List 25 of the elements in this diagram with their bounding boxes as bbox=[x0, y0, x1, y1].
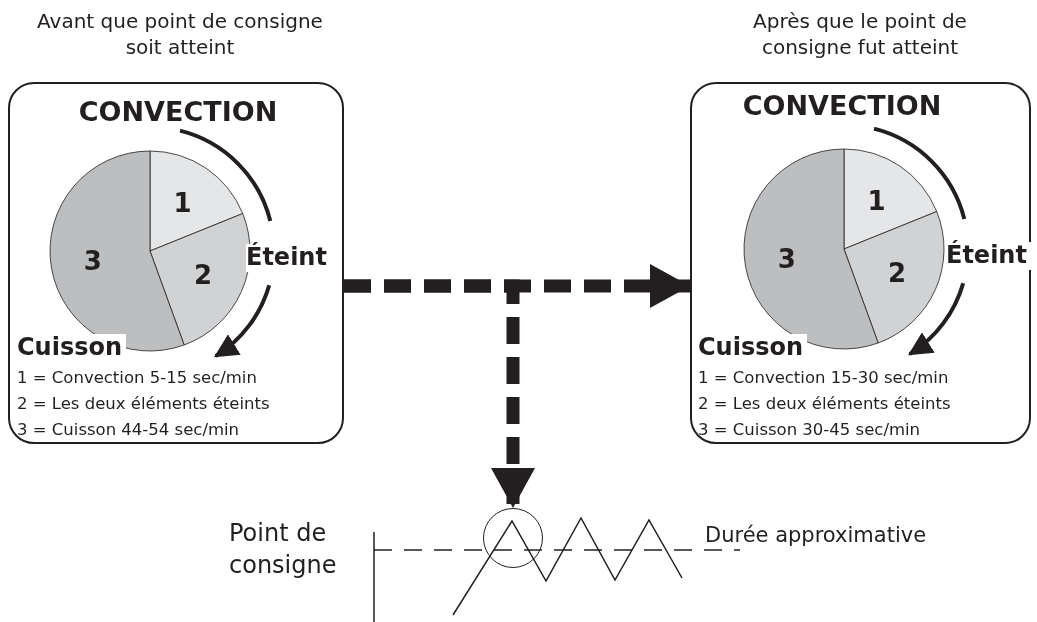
slice-number: 3 bbox=[83, 246, 102, 277]
rounded-panel bbox=[8, 82, 344, 444]
panel-heading: CONVECTION bbox=[741, 90, 943, 122]
pie-slice bbox=[149, 150, 244, 252]
pie-slice bbox=[843, 148, 938, 250]
caption-text: Avant que point de consigne soit atteint bbox=[36, 8, 324, 60]
panel-heading: CONVECTION bbox=[77, 96, 279, 128]
slice-number: 2 bbox=[193, 259, 213, 290]
slice-number: 1 bbox=[173, 187, 192, 218]
legend-text: 3 = Cuisson 44-54 sec/min bbox=[17, 421, 240, 440]
slice-number: 3 bbox=[777, 244, 796, 275]
legend-text: 2 = Les deux éléments éteints bbox=[698, 395, 951, 414]
legend-text: 1 = Convection 15-30 sec/min bbox=[698, 369, 949, 388]
slice-number: 1 bbox=[867, 185, 886, 216]
caption-text: Après que le point de consigne fut atteint bbox=[752, 8, 968, 60]
dashed-arrow bbox=[344, 279, 535, 508]
legend-text: 2 = Les deux éléments éteints bbox=[17, 395, 270, 414]
axis-label: Point de consigne bbox=[229, 518, 338, 582]
legend-text: 3 = Cuisson 30-45 sec/min bbox=[698, 421, 921, 440]
rounded-panel bbox=[690, 82, 1031, 444]
legend-text: 1 = Convection 5-15 sec/min bbox=[17, 369, 257, 388]
note-text: Durée approximative bbox=[705, 523, 927, 548]
state-label: Éteint bbox=[946, 242, 1031, 270]
slice-number: 2 bbox=[887, 257, 907, 288]
pie-slice bbox=[843, 211, 945, 344]
